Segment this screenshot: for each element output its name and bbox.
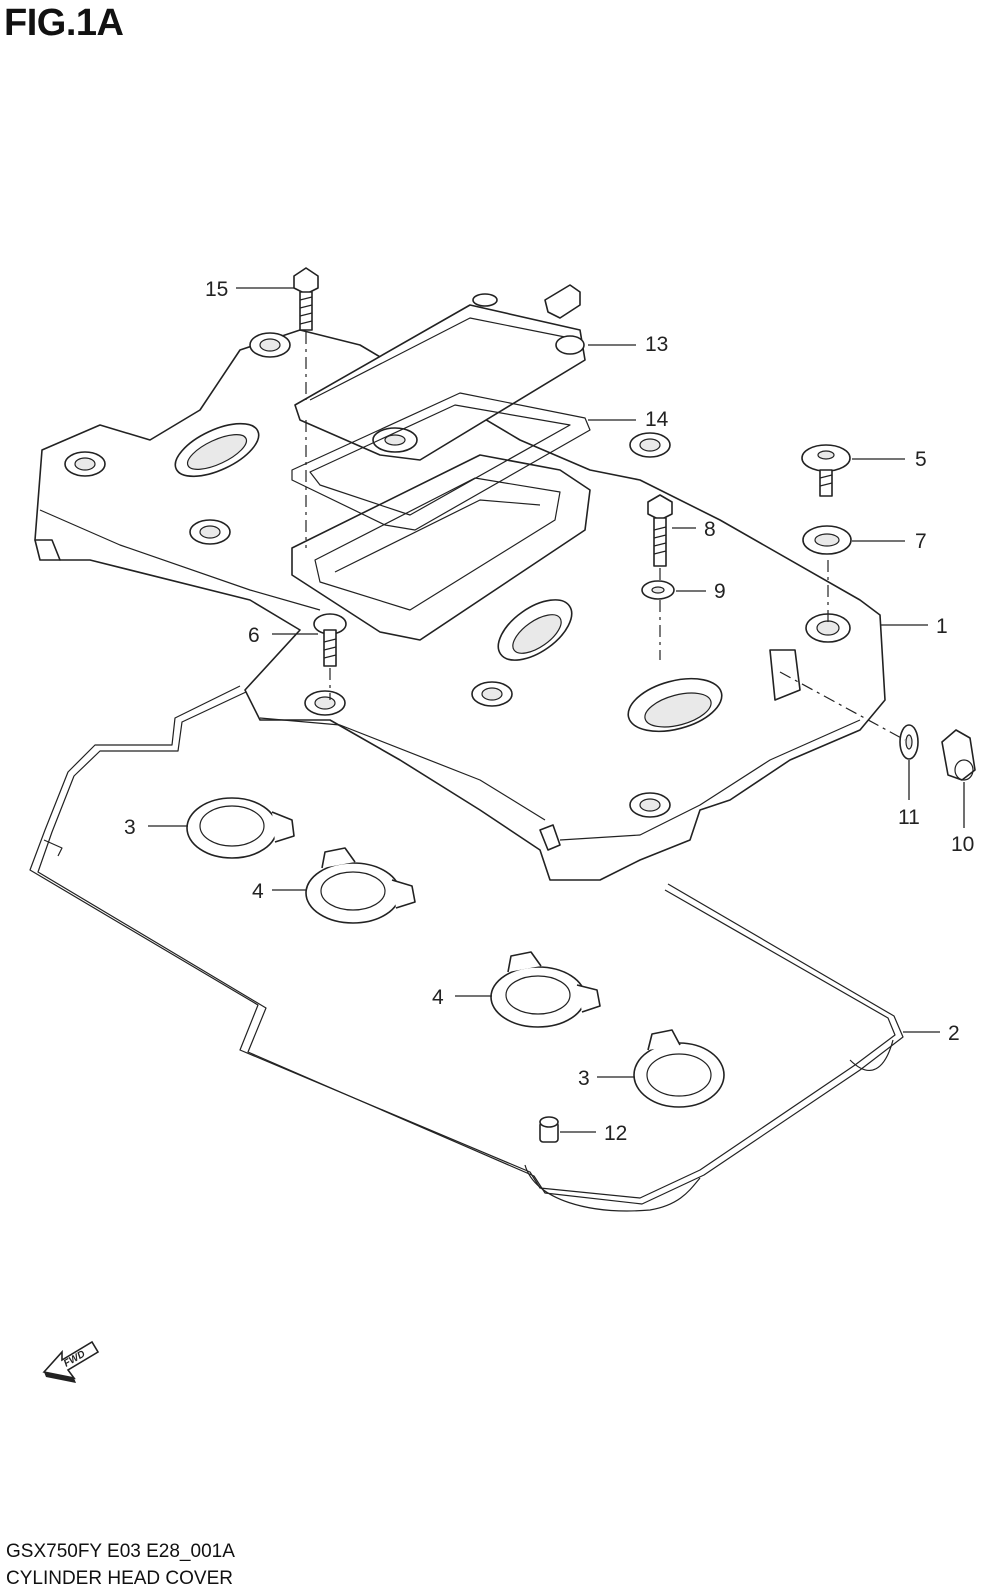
callout-1: 1 — [936, 615, 948, 638]
seal-3-upper — [186, 797, 295, 859]
callout-9: 9 — [714, 580, 726, 603]
assembly-lines — [305, 332, 906, 741]
washer-9 — [641, 580, 675, 600]
callout-10: 10 — [951, 833, 974, 856]
callout-2: 2 — [948, 1022, 960, 1045]
callout-8: 8 — [704, 518, 716, 541]
fwd-arrow-icon: FWD — [42, 1340, 100, 1383]
leader-lines — [148, 287, 965, 1133]
callout-3-upper: 3 — [124, 816, 136, 839]
bolt-15 — [293, 267, 319, 331]
callout-13: 13 — [645, 333, 668, 356]
callout-7: 7 — [915, 530, 927, 553]
callout-12: 12 — [604, 1122, 627, 1145]
footer: GSX750FY E03 E28_001A CYLINDER HEAD COVE… — [6, 1538, 235, 1592]
callout-11: 11 — [898, 806, 920, 829]
callout-4-lower: 4 — [432, 986, 444, 1009]
screw-5 — [801, 444, 851, 497]
callout-labels: 15 13 14 5 7 1 8 9 6 11 10 3 4 4 3 2 12 — [124, 278, 974, 1145]
callout-5: 5 — [915, 448, 927, 471]
cover-gasket — [29, 685, 904, 1212]
breather-cover — [294, 284, 586, 461]
callout-15: 15 — [205, 278, 228, 301]
diagram-caption: CYLINDER HEAD COVER — [6, 1568, 233, 1589]
bolt-6 — [313, 613, 347, 667]
seal-4-lower — [490, 951, 601, 1028]
seal-3-lower — [633, 1029, 725, 1108]
washer-11 — [899, 724, 919, 760]
callout-3-lower: 3 — [578, 1067, 590, 1090]
seal-4-upper — [305, 847, 416, 924]
grommet-7 — [802, 525, 852, 555]
callout-4-upper: 4 — [252, 880, 264, 903]
callout-6: 6 — [248, 624, 260, 647]
breather-gasket — [291, 392, 591, 531]
callout-14: 14 — [645, 408, 669, 431]
diagram-code: GSX750FY E03 E28_001A — [6, 1541, 235, 1562]
dowel-12 — [539, 1116, 559, 1143]
cylinder-head-cover — [34, 329, 886, 881]
figure-title: FIG.1A — [4, 2, 124, 44]
plug-10 — [941, 729, 976, 781]
bolt-8 — [647, 494, 673, 567]
